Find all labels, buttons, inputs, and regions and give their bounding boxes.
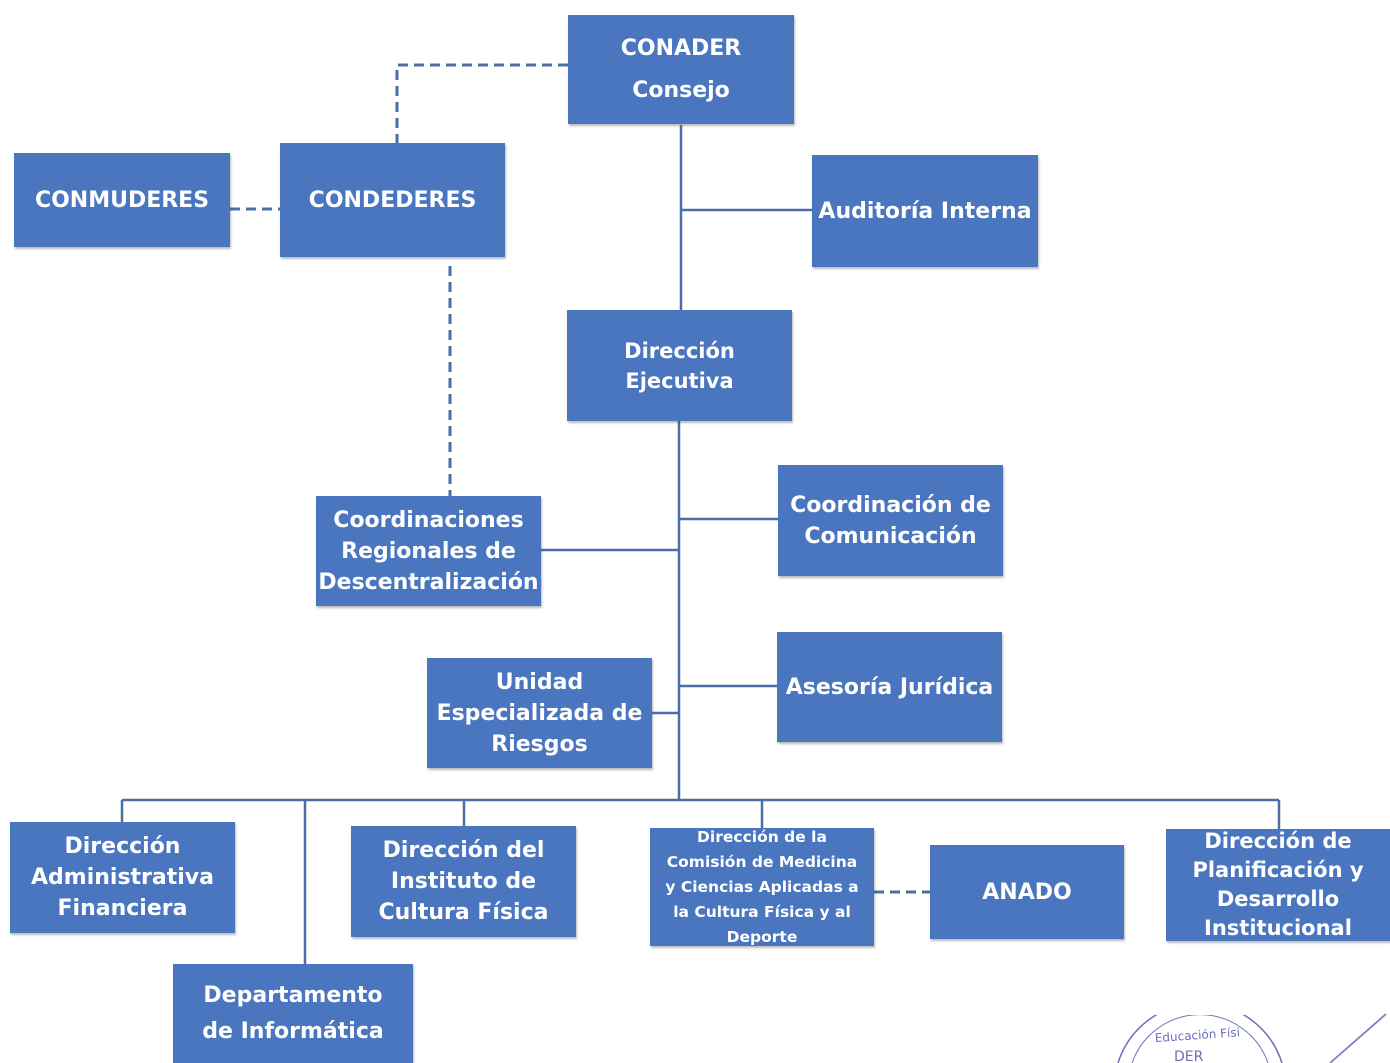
node-auditoria-interna-label: Auditoría Interna (818, 198, 1032, 224)
node-direccion-instituto-line-3: Cultura Física (378, 900, 549, 925)
node-unidad-riesgos-line-3: Riesgos (491, 731, 588, 757)
node-direccion-administrativa[interactable]: Dirección Administrativa Financiera (10, 822, 235, 933)
node-direccion-planificacion[interactable]: Dirección de Planificación y Desarrollo … (1166, 829, 1390, 941)
node-direccion-comision-line-1: Dirección de la (697, 828, 827, 846)
node-asesoria-juridica-label: Asesoría Jurídica (785, 674, 994, 700)
node-unidad-riesgos-line-2: Especializada de (436, 700, 643, 726)
node-direccion-planificacion-line-4: Institucional (1204, 916, 1352, 940)
node-direccion-instituto-line-2: Instituto de (390, 869, 537, 894)
seal-text-2: DER (1174, 1049, 1204, 1063)
node-conader-title: CONADER (620, 35, 742, 61)
node-unidad-riesgos[interactable]: Unidad Especializada de Riesgos (427, 658, 652, 768)
node-direccion-planificacion-line-1: Dirección de (1204, 829, 1352, 853)
node-direccion-administrativa-line-3: Financiera (57, 896, 188, 921)
node-direccion-instituto[interactable]: Dirección del Instituto de Cultura Físic… (351, 826, 576, 937)
node-conader-subtitle: Consejo (632, 77, 730, 103)
node-departamento-informatica-line-1: Departamento (203, 983, 383, 1008)
node-direccion-administrativa-line-1: Dirección (64, 834, 181, 859)
node-direccion-planificacion-line-2: Planificación y (1192, 858, 1364, 882)
node-coordinacion-comunicacion[interactable]: Coordinación de Comunicación (778, 465, 1003, 576)
signature-mark (1329, 1013, 1387, 1063)
node-coordinaciones-regionales-line-3: Descentralización (318, 569, 539, 595)
node-unidad-riesgos-line-1: Unidad (495, 669, 584, 695)
node-anado[interactable]: ANADO (930, 845, 1124, 939)
node-direccion-comision-line-4: la Cultura Física y al (673, 902, 851, 921)
node-coordinaciones-regionales-line-2: Regionales de (341, 538, 516, 564)
node-direccion-ejecutiva[interactable]: Dirección Ejecutiva (567, 310, 792, 421)
seal-text: Educación Físi (1154, 1025, 1240, 1045)
node-conmuderes[interactable]: CONMUDERES (14, 153, 230, 247)
node-conader[interactable]: CONADER Consejo (568, 15, 794, 124)
dashed-connector-conader-condederes (395, 63, 568, 143)
node-direccion-comision-line-3: y Ciencias Aplicadas a (665, 877, 859, 896)
node-auditoria-interna[interactable]: Auditoría Interna (812, 155, 1038, 267)
node-condederes[interactable]: CONDEDERES (280, 143, 505, 257)
seal-stamp: Educación Físi DER (1117, 1015, 1283, 1063)
node-departamento-informatica[interactable]: Departamento de Informática (173, 964, 413, 1063)
node-direccion-comision-line-2: Comisión de Medicina (666, 852, 858, 871)
node-asesoria-juridica[interactable]: Asesoría Jurídica (777, 632, 1002, 742)
node-direccion-comision-line-5: Deporte (726, 927, 798, 946)
node-direccion-administrativa-line-2: Administrativa (31, 865, 214, 890)
node-direccion-instituto-line-1: Dirección del (382, 838, 545, 863)
node-coordinacion-comunicacion-line-1: Coordinación de (790, 492, 991, 518)
node-direccion-planificacion-line-3: Desarrollo (1216, 887, 1340, 911)
node-conmuderes-label: CONMUDERES (34, 187, 210, 213)
node-direccion-ejecutiva-label: Dirección Ejecutiva (624, 338, 735, 393)
node-anado-label: ANADO (982, 879, 1072, 905)
node-condederes-label: CONDEDERES (308, 187, 477, 213)
node-coordinacion-comunicacion-line-2: Comunicación (804, 523, 977, 549)
node-direccion-comision-medicina[interactable]: Dirección de la Comisión de Medicina y C… (650, 828, 874, 946)
node-coordinaciones-regionales[interactable]: Coordinaciones Regionales de Descentrali… (316, 496, 541, 606)
node-coordinaciones-regionales-line-1: Coordinaciones (333, 507, 524, 533)
node-departamento-informatica-line-2: de Informática (202, 1019, 384, 1044)
